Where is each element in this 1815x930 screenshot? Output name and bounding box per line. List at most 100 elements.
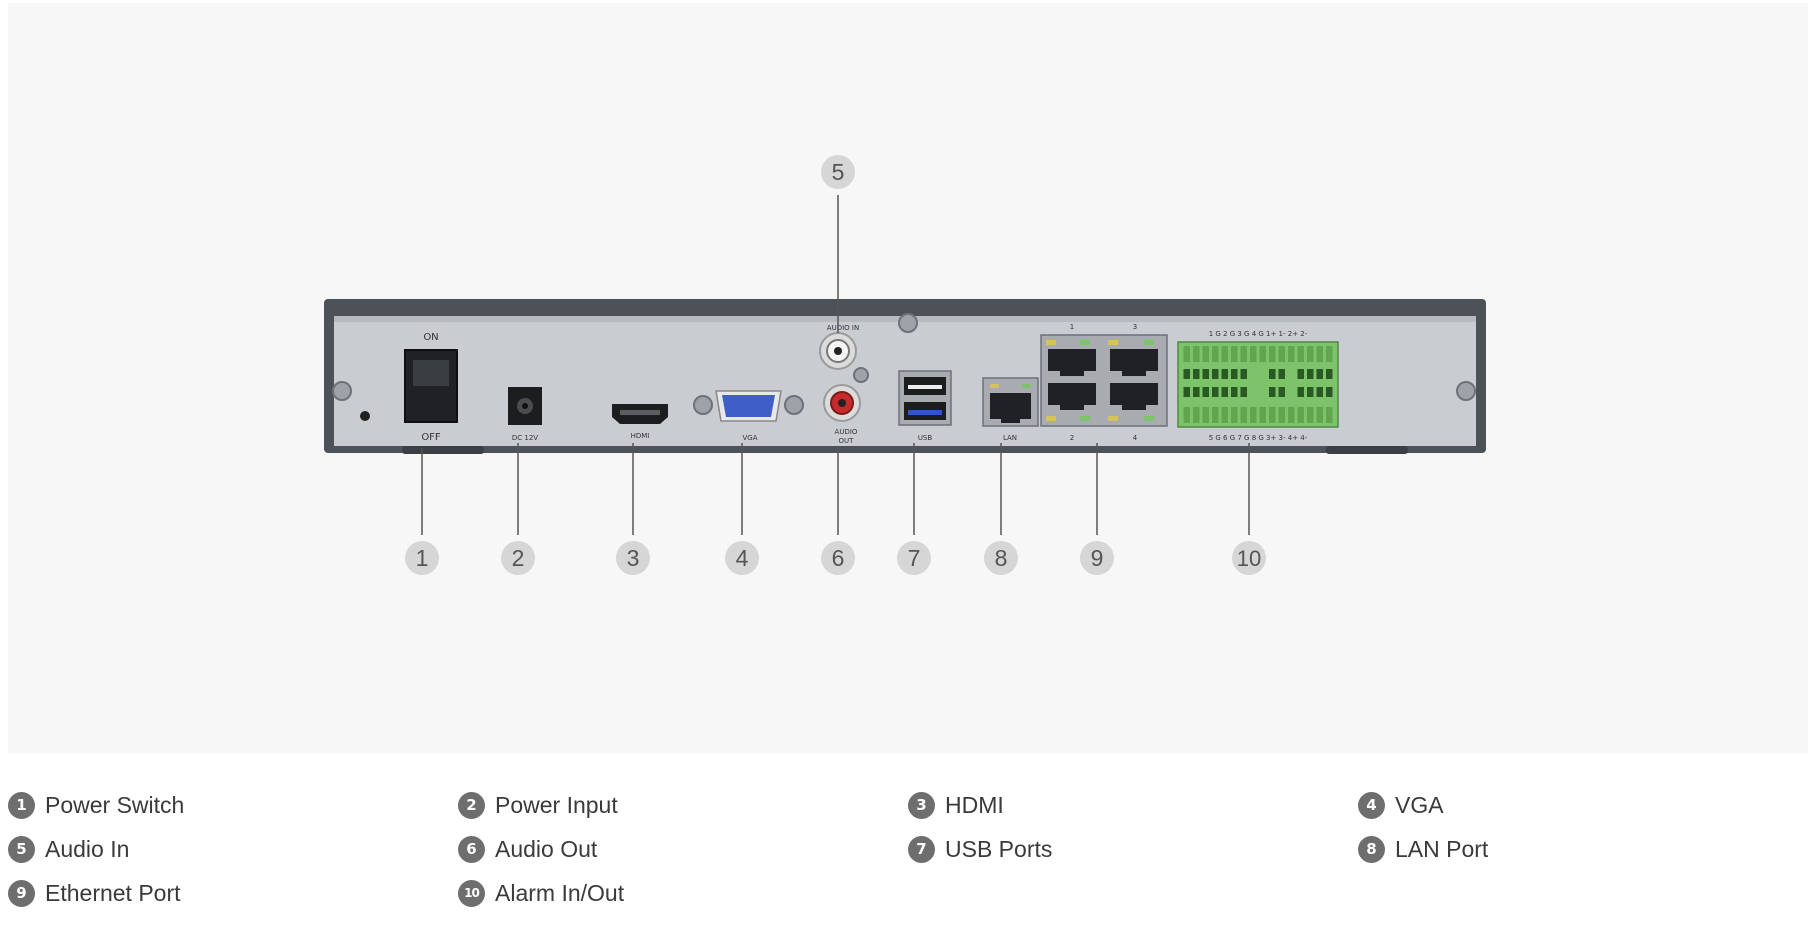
terminal-pin — [1307, 346, 1314, 362]
terminal-pin — [1221, 369, 1228, 379]
terminal-pin — [1297, 369, 1304, 379]
callout-circle-3 — [616, 541, 650, 575]
terminal-pin — [1231, 407, 1238, 423]
terminal-pin — [1316, 407, 1323, 423]
legend-number-10: 10 — [458, 879, 485, 907]
terminal-pin — [1250, 346, 1257, 362]
legend-item-ethernet-port: 9 Ethernet Port — [8, 876, 181, 910]
callout-number-9: 9 — [1091, 545, 1104, 571]
legend-label-audio-out: Audio Out — [495, 835, 598, 862]
screw-icon — [332, 381, 352, 401]
vga-label: VGA — [742, 434, 757, 442]
legend-item-usb-ports: 7 USB Ports — [908, 832, 1052, 866]
legend-number-6: 6 — [458, 835, 485, 863]
callout-circle-9 — [1080, 541, 1114, 575]
callout-number-4: 4 — [736, 545, 749, 571]
terminal-pin — [1278, 387, 1285, 397]
terminal-pin — [1307, 407, 1314, 423]
terminal-pin — [1231, 387, 1238, 397]
legend-item-power-input: 2 Power Input — [458, 788, 618, 822]
legend-item-lan-port: 8 LAN Port — [1358, 832, 1488, 866]
terminal-pin — [1240, 387, 1247, 397]
ethernet-port-3-label: 3 — [1133, 323, 1137, 331]
callout-circle-7 — [897, 541, 931, 575]
terminal-pin — [1288, 346, 1295, 362]
terminal-pin — [1240, 407, 1247, 423]
terminal-pin — [1307, 387, 1314, 397]
lan-label: LAN — [1003, 434, 1017, 442]
terminal-pin — [1212, 407, 1219, 423]
terminal-pin — [1193, 387, 1200, 397]
terminal-pin — [1288, 407, 1295, 423]
callout-number-6: 6 — [832, 545, 845, 571]
diagram-background: ON OFF DC 12V HDMI VGA — [8, 3, 1808, 753]
terminal-pin — [1193, 346, 1200, 362]
legend-label-usb-ports: USB Ports — [945, 835, 1053, 862]
terminal-pin — [1326, 387, 1333, 397]
lan-port: LAN — [982, 377, 1039, 442]
legend-number-1: 1 — [8, 791, 35, 819]
legend-item-hdmi: 3 HDMI — [908, 788, 1004, 822]
terminal-pin — [1269, 407, 1276, 423]
audio-in-port: AUDIO IN — [819, 324, 859, 370]
terminal-pin — [1231, 369, 1238, 379]
audio-in-label: AUDIO IN — [827, 324, 859, 332]
audio-out-label-1: AUDIO — [835, 428, 858, 436]
legend-number-2: 2 — [458, 791, 485, 819]
terminal-pin — [1316, 387, 1323, 397]
usb-ports: USB — [898, 370, 952, 442]
hdmi-label: HDMI — [631, 432, 650, 440]
legend-item-alarm-in-out: 10 Alarm In/Out — [458, 876, 624, 910]
callout-circle-6 — [821, 541, 855, 575]
vga-port: VGA — [693, 390, 804, 442]
terminal-pin — [1269, 346, 1276, 362]
legend-label-power-switch: Power Switch — [45, 791, 185, 818]
terminal-pin — [1183, 387, 1190, 397]
callout-number-7: 7 — [908, 545, 921, 571]
legend-number-4: 4 — [1358, 791, 1385, 819]
power-input-port: DC 12V — [508, 387, 542, 442]
legend: 1 Power Switch 2 Power Input 3 HDMI 4 VG… — [8, 788, 1808, 928]
terminal-pin — [1193, 407, 1200, 423]
callout-circle-8 — [984, 541, 1018, 575]
terminal-pin — [1269, 387, 1276, 397]
terminal-pin — [1240, 369, 1247, 379]
terminal-pin — [1212, 369, 1219, 379]
legend-item-audio-out: 6 Audio Out — [458, 832, 597, 866]
screw-icon — [1456, 381, 1476, 401]
legend-number-8: 8 — [1358, 835, 1385, 863]
terminal-pin — [1212, 387, 1219, 397]
callout-circle-10 — [1232, 541, 1266, 575]
alarm-top-label: 1 G 2 G 3 G 4 G 1+ 1- 2+ 2- — [1209, 330, 1308, 338]
callout-number-1: 1 — [416, 545, 429, 571]
terminal-pin — [1278, 346, 1285, 362]
ethernet-port-1-label: 1 — [1070, 323, 1074, 331]
legend-label-ethernet-port: Ethernet Port — [45, 879, 181, 906]
terminal-pin — [1326, 346, 1333, 362]
callout-number-2: 2 — [512, 545, 525, 571]
legend-number-5: 5 — [8, 835, 35, 863]
legend-label-alarm-in-out: Alarm In/Out — [495, 879, 625, 906]
terminal-pin — [1221, 387, 1228, 397]
terminal-pin — [1202, 407, 1209, 423]
terminal-pin — [1316, 369, 1323, 379]
terminal-pin — [1259, 407, 1266, 423]
legend-number-7: 7 — [908, 835, 935, 863]
legend-number-9: 9 — [8, 879, 35, 907]
audio-out-label-2: OUT — [839, 437, 855, 445]
terminal-pin — [1278, 407, 1285, 423]
terminal-pin — [1183, 346, 1190, 362]
alarm-terminal-block: 1 G 2 G 3 G 4 G 1+ 1- 2+ 2- 5 G 6 G 7 G … — [1177, 330, 1339, 442]
legend-item-audio-in: 5 Audio In — [8, 832, 129, 866]
power-switch-on-label: ON — [423, 332, 438, 343]
legend-label-lan-port: LAN Port — [1395, 835, 1489, 862]
power-switch: ON OFF — [404, 332, 458, 443]
screw-icon — [853, 367, 869, 383]
usb-label: USB — [918, 434, 933, 442]
legend-label-audio-in: Audio In — [45, 835, 130, 862]
terminal-pin — [1183, 369, 1190, 379]
terminal-pin — [1326, 369, 1333, 379]
terminal-pins — [1183, 346, 1333, 423]
terminal-pin — [1231, 346, 1238, 362]
terminal-pin — [1307, 369, 1314, 379]
